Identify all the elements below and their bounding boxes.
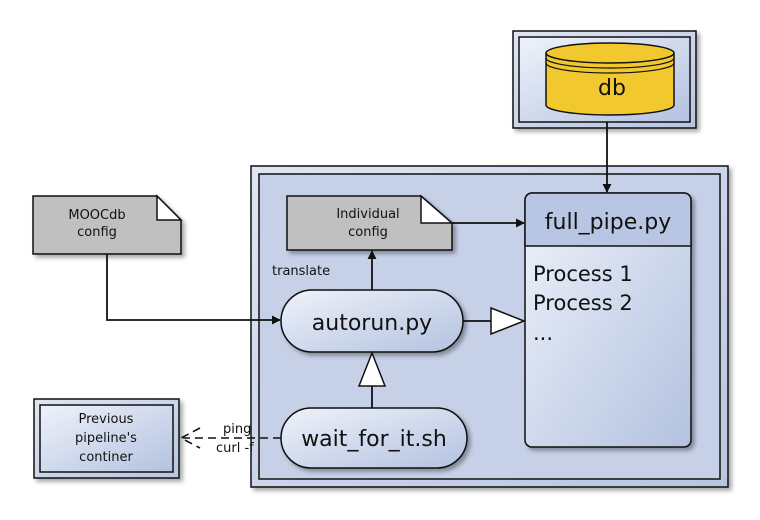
edge-wait-to-autorun	[357, 350, 387, 408]
full-pipe-line-3: ...	[533, 321, 553, 345]
full-pipe-line-2: Process 2	[533, 291, 633, 315]
ping-label: ping	[223, 422, 251, 437]
curl-label: curl -f	[216, 441, 254, 456]
edge-moocdb-to-autorun	[106, 254, 281, 325]
moocdb-config-line1: MOOCdb	[68, 208, 125, 223]
hollow-arrowhead-icon	[490, 306, 527, 336]
translate-label: translate	[272, 264, 330, 279]
moocdb-config-line2: config	[77, 225, 117, 240]
autorun-label: autorun.py	[312, 311, 432, 336]
previous-container-line1: Previous	[79, 412, 134, 427]
wait-for-it-node: wait_for_it.sh	[280, 407, 468, 469]
moocdb-config-document: MOOCdb config	[32, 194, 183, 255]
individual-config-document: Individual config	[286, 194, 455, 251]
edge-autorun-to-full-pipe	[463, 306, 527, 336]
db-label: db	[598, 76, 626, 101]
individual-config-line1: Individual	[336, 207, 399, 222]
open-arrowhead-icon	[179, 427, 201, 449]
full-pipe-line-1: Process 1	[533, 262, 633, 286]
full-pipe-title: full_pipe.py	[545, 210, 671, 235]
edge-autorun-to-config: translate	[272, 250, 377, 290]
hollow-arrowhead-icon	[357, 350, 387, 387]
individual-config-line2: config	[348, 225, 388, 240]
database-cylinder: db	[545, 42, 675, 116]
autorun-node: autorun.py	[280, 289, 464, 353]
previous-container-box: Previous pipeline's continer	[33, 398, 180, 479]
previous-container-line3: continer	[79, 450, 133, 465]
full-pipe-box: full_pipe.py Process 1 Process 2 ...	[524, 192, 692, 448]
wait-for-it-label: wait_for_it.sh	[301, 427, 447, 452]
previous-container-line2: pipeline's	[75, 431, 137, 446]
edge-wait-to-previous: ping curl -f	[179, 422, 281, 456]
